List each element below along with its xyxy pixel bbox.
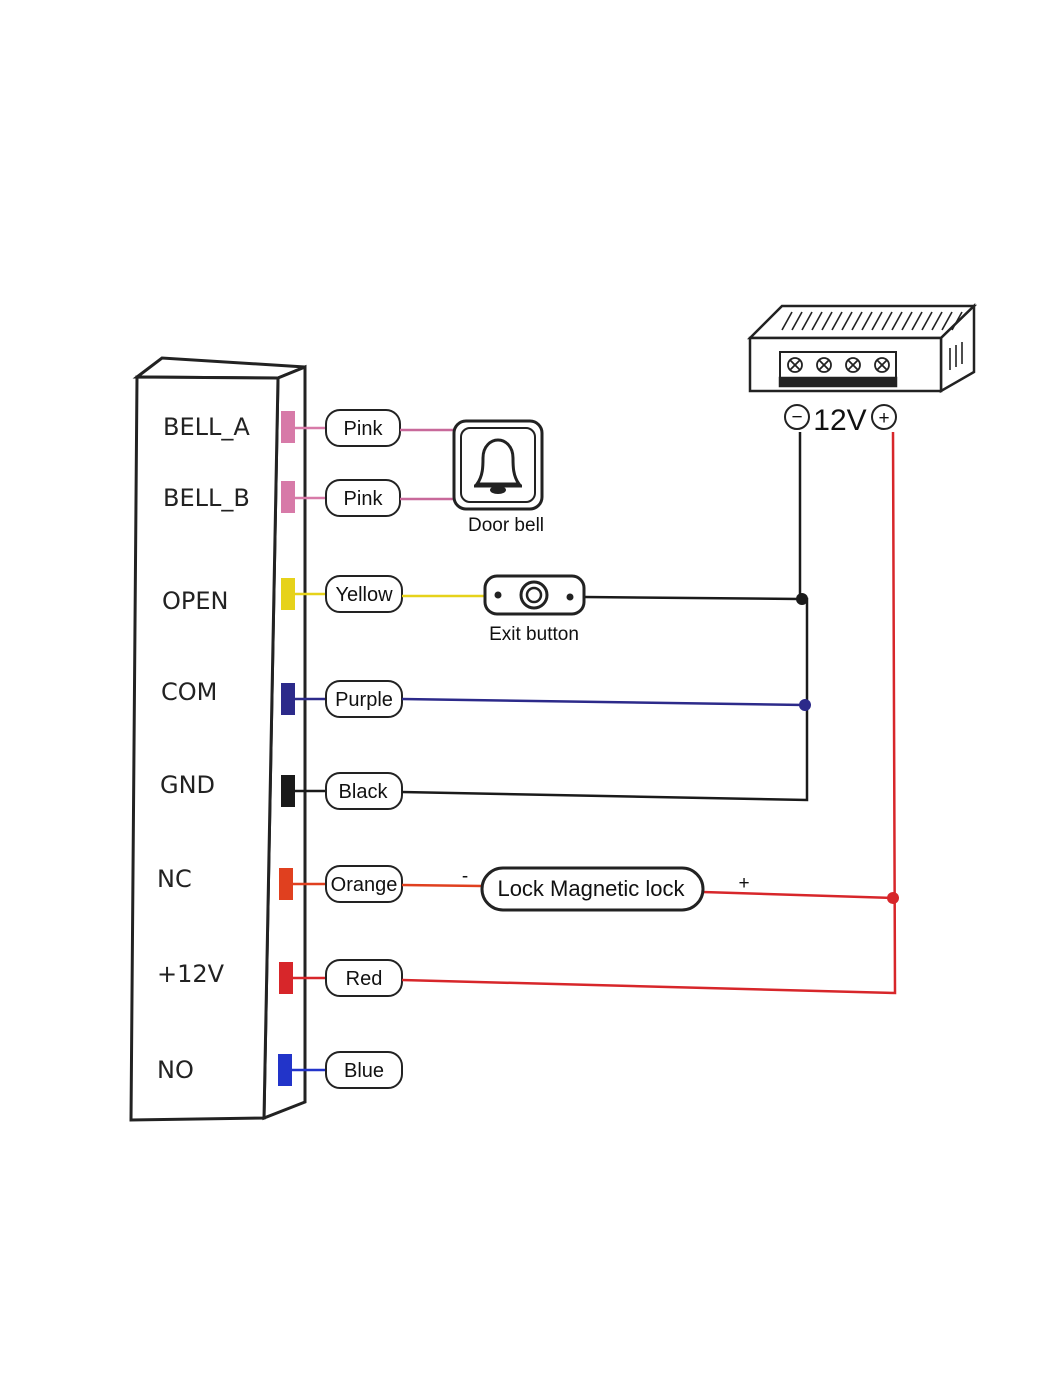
plus-terminal-icon: [871, 404, 897, 430]
terminal-label-com: COM: [161, 678, 217, 706]
wire-label-yellow: Yellow: [335, 584, 393, 606]
lock-plus-label: +: [738, 873, 749, 894]
tab-bell-a: [281, 411, 295, 443]
wires: [400, 428, 897, 995]
lock-minus-label: -: [462, 866, 468, 887]
magnetic-lock: [480, 866, 705, 912]
terminal-label-bell-a: BELL_A: [163, 413, 250, 441]
wire-label-red: Red: [346, 968, 383, 990]
tab-nc: [279, 868, 293, 900]
wire-orange: [401, 883, 483, 888]
wire-label-boxes: [325, 409, 403, 1089]
tab-gnd: [281, 775, 295, 807]
terminal-tabs: [278, 411, 295, 1086]
power-supply: [746, 303, 978, 394]
tab-open: [281, 578, 295, 610]
junction-plus: [887, 892, 899, 904]
magnetic-lock-label: Lock Magnetic lock: [497, 876, 685, 901]
tab-12v: [279, 962, 293, 994]
tab-bell-b: [281, 481, 295, 513]
wire-label-purple: Purple: [335, 689, 393, 711]
wire-label-blue: Blue: [344, 1060, 384, 1082]
junction-com: [799, 699, 811, 711]
junction-open: [796, 593, 808, 605]
wire-lock-plus: [702, 890, 894, 900]
wire-label-orange: Orange: [331, 874, 398, 896]
power-terminal-block: [787, 357, 890, 373]
tab-no: [278, 1054, 292, 1086]
minus-symbol: −: [791, 407, 802, 428]
terminal-label-12v: +12V: [157, 960, 225, 988]
terminal-label-bell-b: BELL_B: [163, 484, 250, 512]
stub-wires: [292, 426, 326, 1072]
terminal-label-open: OPEN: [162, 587, 228, 615]
wire-exit-black: [583, 595, 801, 601]
terminal-label-no: NO: [157, 1056, 194, 1084]
wire-label-pink-b: Pink: [344, 488, 384, 510]
tab-com: [281, 683, 295, 715]
wire-purple: [401, 697, 806, 707]
bell-icon: [474, 438, 522, 486]
minus-terminal-icon: [784, 404, 810, 430]
wire-label-black: Black: [339, 781, 389, 803]
exit-button-label: Exit button: [489, 624, 579, 645]
terminal-label-gnd: GND: [160, 771, 215, 799]
door-bell-label: Door bell: [468, 515, 544, 536]
wire-label-pink-a: Pink: [344, 418, 384, 440]
voltage-label: 12V: [813, 404, 866, 437]
terminal-label-nc: NC: [157, 865, 192, 893]
wire-red: [401, 431, 897, 995]
plus-symbol: +: [878, 408, 889, 429]
exit-button: [483, 574, 586, 616]
controller-body: [129, 356, 307, 1122]
door-bell: [452, 419, 544, 511]
